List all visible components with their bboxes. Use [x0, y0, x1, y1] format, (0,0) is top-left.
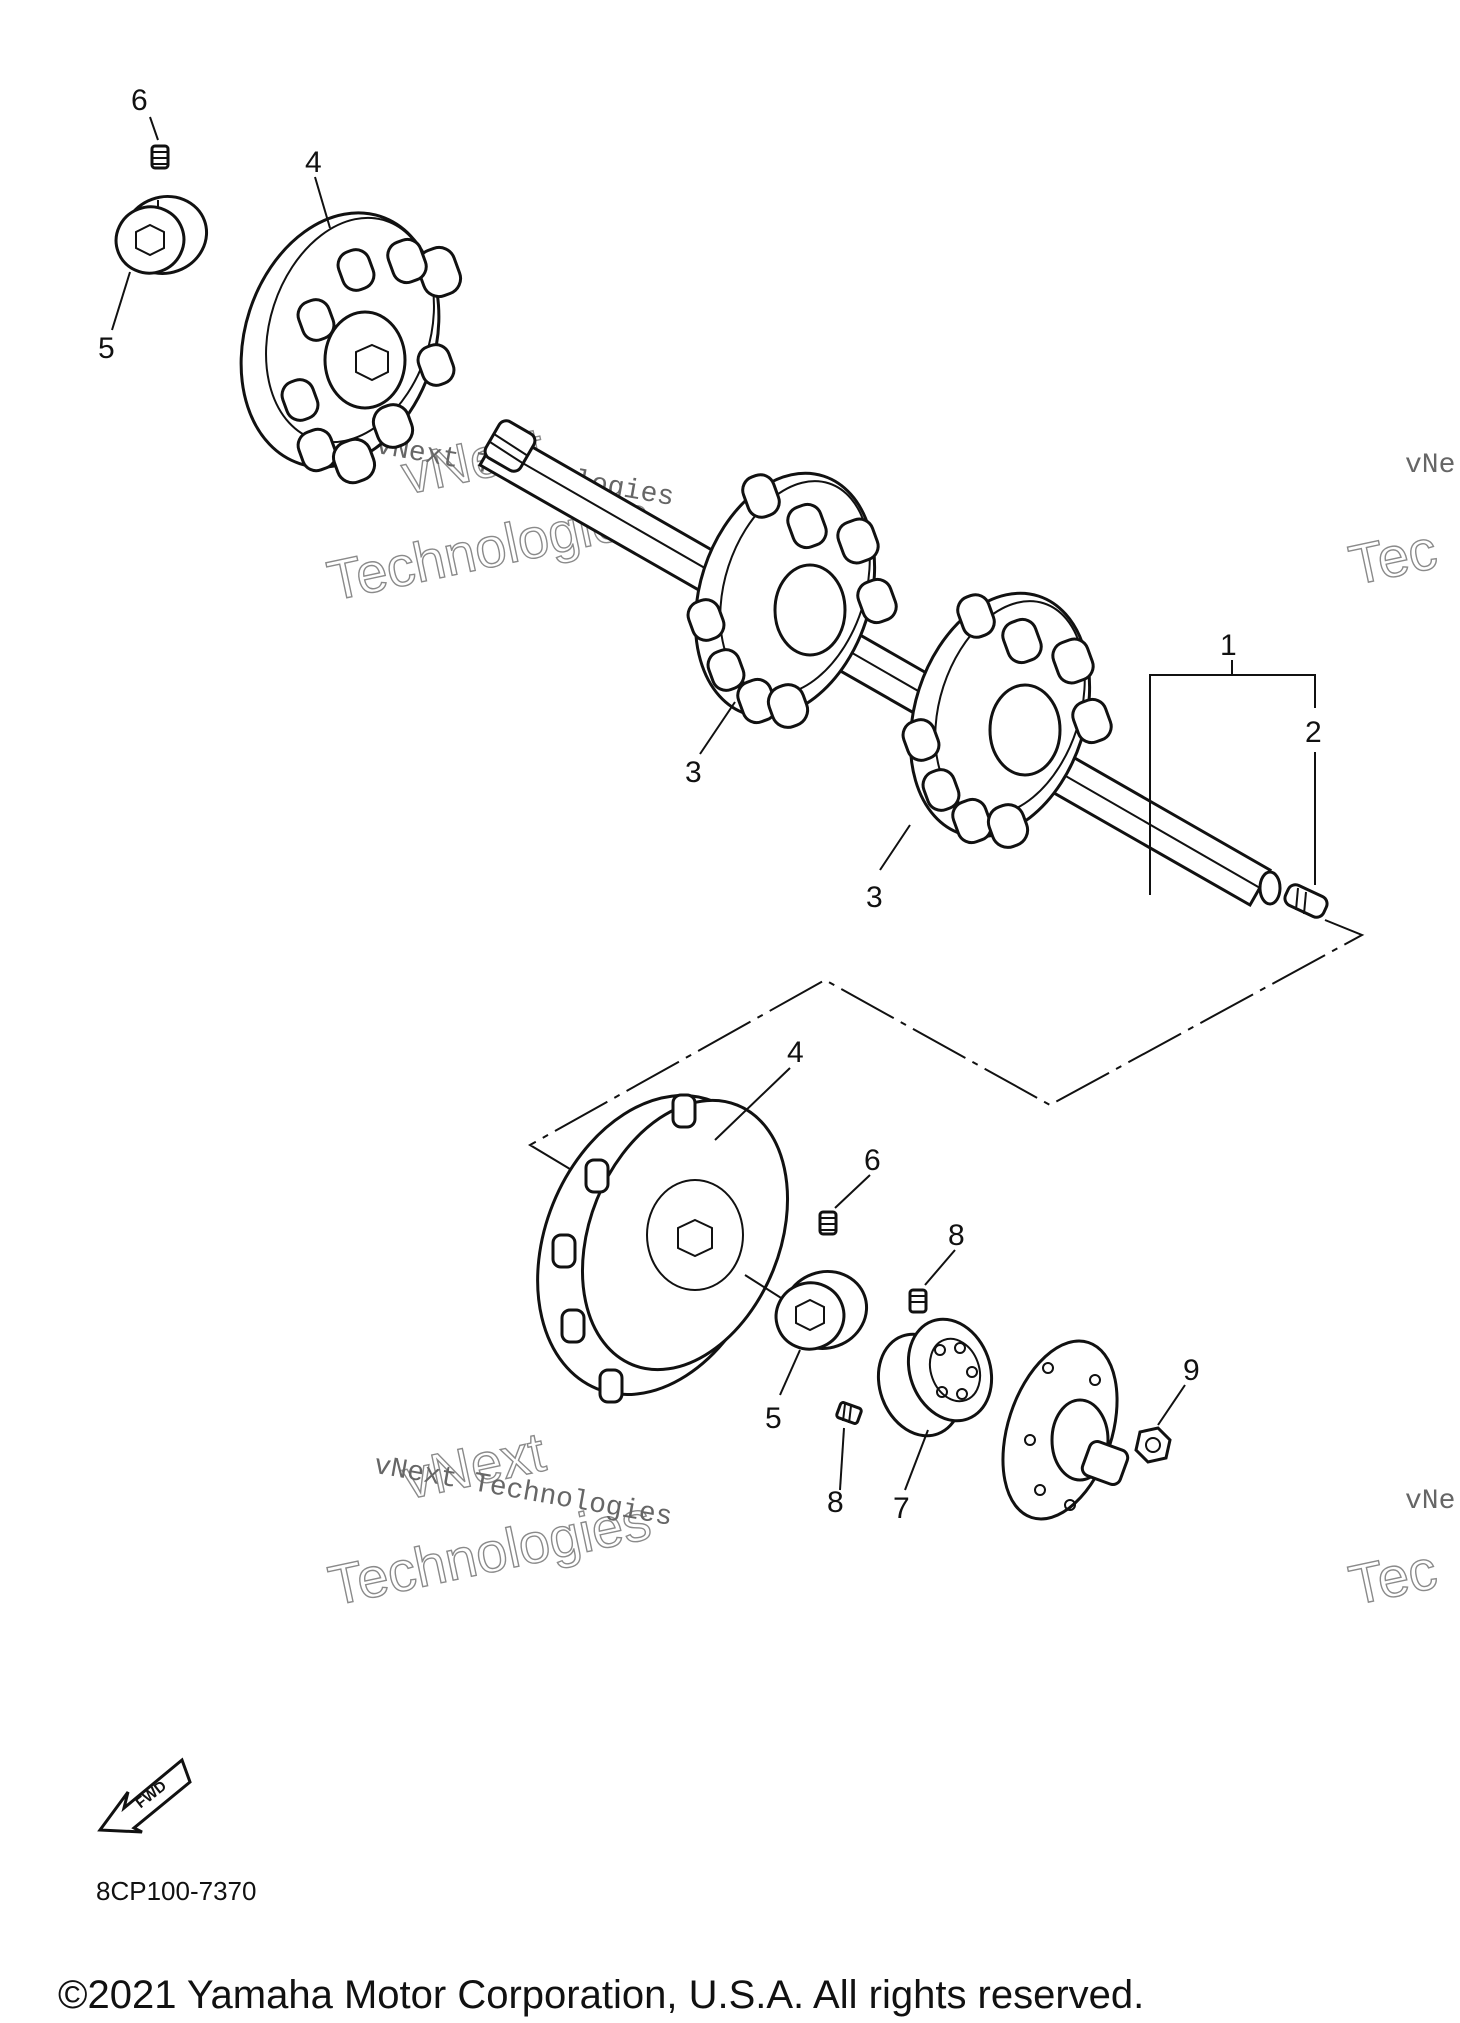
callout-5-bottom: 5 [765, 1402, 782, 1435]
inner-sprocket-1 [686, 471, 898, 729]
assembly-connector-line [528, 919, 1365, 1176]
hub-flange [1001, 1339, 1130, 1521]
callout-2: 2 [1305, 716, 1322, 749]
watermark-edge-bottom-serif: vNe [1405, 1486, 1455, 1517]
callout-9: 9 [1183, 1354, 1200, 1387]
watermark-edge-top-outline: Tec [1344, 517, 1442, 597]
leader-7 [904, 1429, 929, 1491]
leader-6-bottom [834, 1174, 871, 1209]
leader-4-top [314, 176, 331, 229]
leader-3-second [879, 824, 911, 871]
inner-sprocket-2 [901, 591, 1113, 849]
watermark-edge: vNe Tec vNe Tec [1343, 450, 1456, 1618]
flange-nut [1134, 1426, 1172, 1464]
watermark-edge-top-serif: vNe [1405, 450, 1455, 481]
callout-4-bottom: 4 [787, 1036, 804, 1069]
callout-8-bottom: 8 [827, 1486, 844, 1519]
bearing [876, 1317, 994, 1438]
callout-3-second: 3 [866, 881, 883, 914]
leader-6-top [149, 116, 159, 141]
leader-8-bottom [839, 1427, 845, 1491]
leader-3-first [699, 701, 736, 755]
callout-6-top: 6 [131, 84, 148, 117]
leader-9 [1157, 1384, 1186, 1426]
callout-3-first: 3 [685, 756, 702, 789]
fwd-arrow-icon: FWD [97, 1757, 192, 1834]
shaft-end-plug [1283, 883, 1329, 919]
drive-shaft [477, 419, 1282, 908]
leader-5-top [111, 271, 131, 331]
bearing-set-screw-side [835, 1401, 863, 1425]
leader-4-bottom [714, 1067, 791, 1141]
outer-sprocket-bottom [536, 1093, 790, 1404]
watermark-edge-bottom-outline: Tec [1344, 1537, 1442, 1617]
callout-6-bottom: 6 [864, 1144, 881, 1177]
callout-8-top: 8 [948, 1219, 965, 1252]
leader-8-top [924, 1249, 956, 1286]
outer-sprocket-top [239, 211, 463, 485]
bearing-set-screw-top [908, 1288, 928, 1314]
collar-top [114, 195, 209, 275]
leader-5-bottom [779, 1349, 801, 1396]
copyright-text: ©2021 Yamaha Motor Corporation, U.S.A. A… [58, 1973, 1144, 2017]
watermark-bottom: vNext Technologies vNext Technologies [322, 1419, 674, 1618]
diagram-code: 8CP100-7370 [96, 1876, 256, 1906]
callout-1: 1 [1220, 629, 1237, 662]
set-screw-bottom [818, 1210, 838, 1236]
callout-4-top: 4 [305, 146, 322, 179]
callout-7: 7 [893, 1492, 910, 1525]
callout-5-top: 5 [98, 332, 115, 365]
collar-bottom [774, 1270, 869, 1351]
set-screw-top [150, 144, 170, 170]
